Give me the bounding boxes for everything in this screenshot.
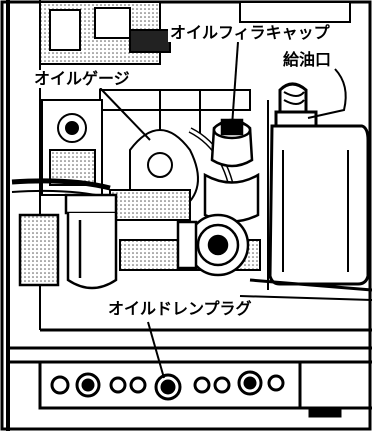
frame-posts <box>239 100 372 301</box>
oil-filler-cap <box>203 118 260 223</box>
leader-oil-gauge <box>99 87 151 141</box>
oil-drain-plug-label: オイルドレンプラグ <box>106 299 254 318</box>
oil-gauge-assembly <box>11 99 111 199</box>
leader-oil-filler-port <box>307 68 347 119</box>
pump-fitting <box>176 213 250 277</box>
reservoir-bottle <box>268 82 370 286</box>
leader-oil-drain-plug <box>147 321 165 379</box>
leader-lines <box>99 41 347 379</box>
oil-filter <box>18 193 118 290</box>
oil-gauge-label: オイルゲージ <box>32 69 132 88</box>
base-rails <box>8 328 372 364</box>
leader-oil-filler-cap <box>231 41 239 127</box>
oil-filler-cap-label: オイルフィラキャップ <box>168 23 332 42</box>
oil-filler-port-label: 給油口 <box>281 50 334 69</box>
upper-frame-parts <box>39 1 351 135</box>
drain-panel <box>38 360 372 418</box>
